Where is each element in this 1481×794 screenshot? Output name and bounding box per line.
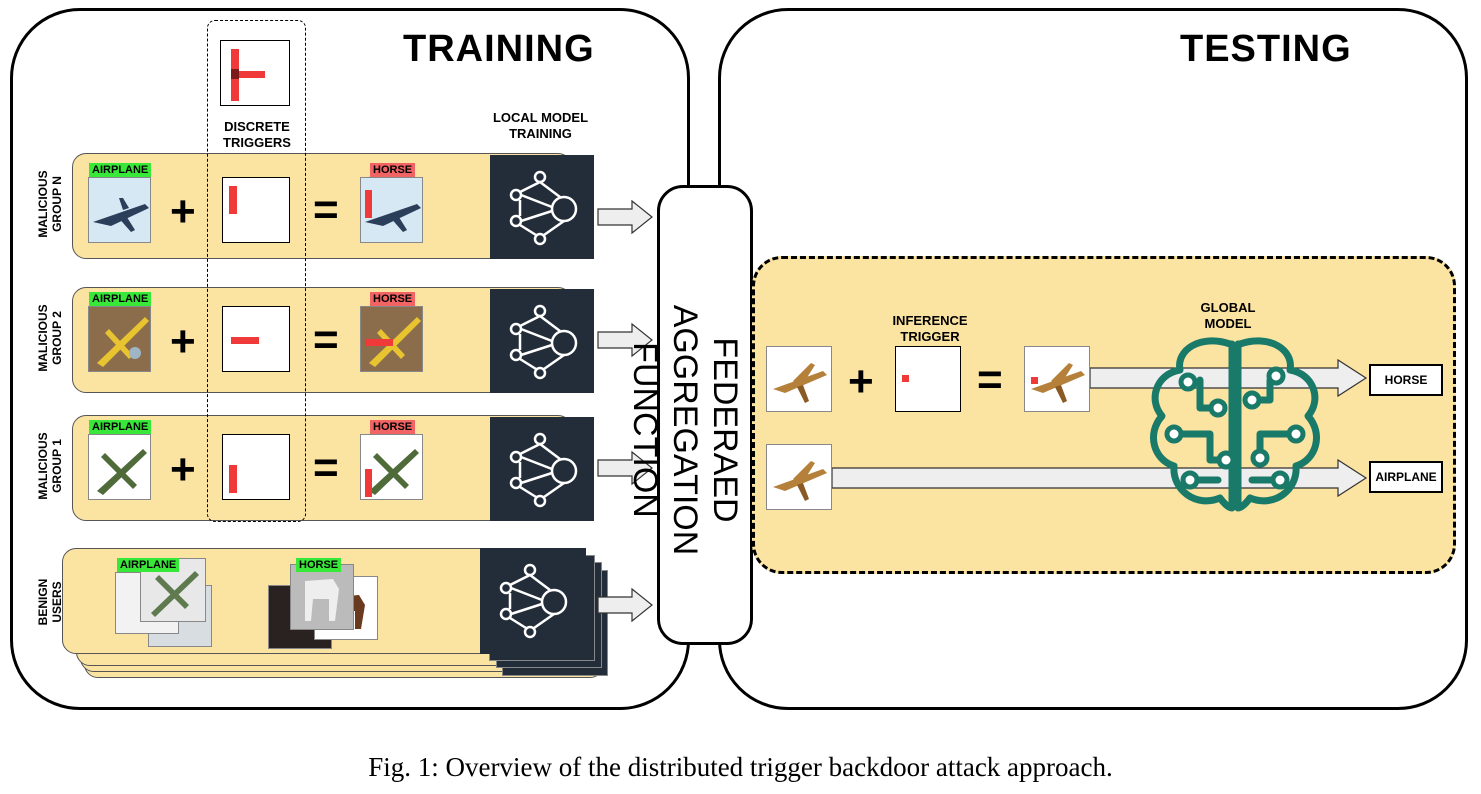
airplane-tag: AIRPLANE — [89, 292, 152, 306]
arrow-row-2 — [597, 322, 653, 358]
trigger-1-icon — [229, 465, 237, 493]
poisoned-airplane-image — [360, 306, 423, 372]
neural-gear-icon — [509, 304, 578, 380]
global-model-brain-icon — [1150, 337, 1320, 512]
plus-operator: + — [848, 357, 874, 406]
local-model-n — [490, 155, 594, 259]
inference-trigger-label: INFERENCE TRIGGER — [892, 313, 968, 344]
benign-users-label: BENIGN USERS — [36, 578, 64, 626]
equals-operator: = — [313, 315, 339, 364]
malicious-row-1-label: MALICIOUS GROUP 1 — [36, 432, 64, 500]
neural-gear-icon — [509, 432, 578, 508]
airplane-image — [88, 306, 151, 372]
plus-operator: + — [170, 187, 196, 236]
discrete-triggers-column — [207, 20, 306, 522]
horse-tag: HORSE — [370, 420, 416, 434]
benign-local-model — [480, 548, 586, 654]
local-model-training-label: LOCAL MODEL TRAINING — [492, 110, 589, 141]
equals-operator: = — [313, 443, 339, 492]
local-model-1 — [490, 417, 594, 521]
test-airplane-image — [766, 346, 832, 412]
horse-tag: HORSE — [370, 292, 416, 306]
discrete-triggers-label: DISCRETE TRIGGERS — [223, 119, 291, 150]
poisoned-airplane-image — [360, 177, 423, 243]
trigger-box-1 — [222, 434, 290, 500]
inference-trigger-box — [895, 346, 961, 412]
training-title: TRAINING — [403, 28, 595, 70]
arrow-row-1 — [597, 450, 653, 486]
arrow-benign — [597, 587, 653, 623]
clean-test-image — [766, 444, 832, 510]
equals-operator: = — [977, 355, 1003, 404]
neural-gear-icon — [509, 170, 578, 246]
testing-title: TESTING — [1180, 28, 1352, 70]
testing-area — [752, 256, 1456, 574]
benign-horse-image — [290, 564, 354, 630]
airplane-image — [88, 434, 151, 500]
malicious-row-2-label: MALICIOUS GROUP 2 — [36, 304, 64, 372]
output-horse: HORSE — [1369, 364, 1443, 396]
trigger-n-icon — [229, 186, 237, 214]
inference-trigger-icon — [902, 375, 909, 382]
federated-aggregation-box — [657, 185, 753, 645]
malicious-row-n — [72, 153, 572, 259]
trigger-box-n — [222, 177, 290, 243]
plus-operator: + — [170, 317, 196, 366]
equals-operator: = — [313, 185, 339, 234]
trigger-box-2 — [222, 306, 290, 372]
horse-tag: HORSE — [370, 163, 416, 177]
malicious-row-n-label: MALICIOUS GROUP N — [36, 170, 64, 238]
airplane-image — [88, 177, 151, 243]
federated-aggregation-label: FEDERAED AGGREGATION FUNCTION — [626, 304, 744, 556]
output-airplane: AIRPLANE — [1369, 461, 1443, 493]
poisoned-airplane-image — [360, 434, 423, 500]
malicious-row-1 — [72, 415, 572, 521]
plus-operator: + — [170, 445, 196, 494]
arrow-row-n — [597, 199, 653, 235]
trigger-2-icon — [231, 337, 259, 344]
triggered-test-image — [1024, 346, 1090, 412]
airplane-tag: AIRPLANE — [89, 163, 152, 177]
benign-airplane-tag: AIRPLANE — [117, 558, 180, 572]
global-model-label: GLOBAL MODEL — [1200, 300, 1256, 331]
benign-horse-tag: HORSE — [296, 558, 342, 572]
combined-trigger-icon — [231, 49, 265, 101]
neural-gear-icon — [499, 563, 568, 639]
local-model-2 — [490, 289, 594, 393]
figure-caption: Fig. 1: Overview of the distributed trig… — [368, 752, 1113, 782]
combined-trigger-box — [220, 40, 290, 106]
airplane-tag: AIRPLANE — [89, 420, 152, 434]
